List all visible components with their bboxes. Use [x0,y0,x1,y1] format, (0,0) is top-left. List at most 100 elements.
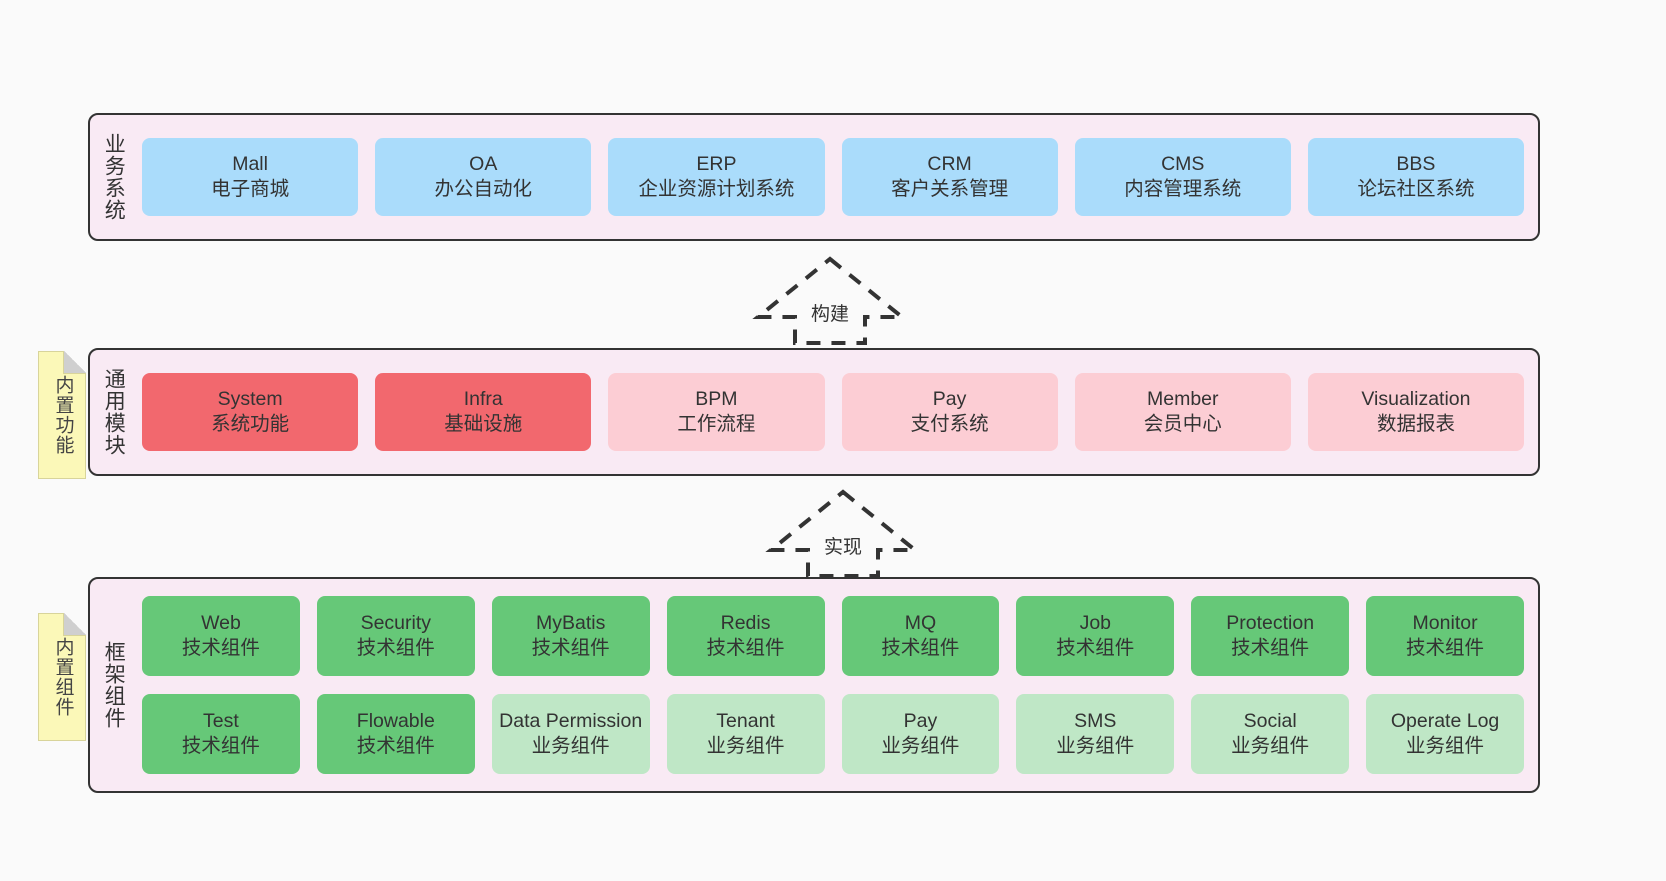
node-cms[interactable]: CMS 内容管理系统 [1074,138,1291,216]
layer-common-modules: 通用模块 System 系统功能 Infra 基础设施 BPM 工作流程 Pay… [88,348,1540,476]
node-desc: 技术组件 [181,637,260,659]
node-desc: 客户关系管理 [891,178,1009,200]
node-monitor[interactable]: Monitor 技术组件 [1366,596,1524,676]
layer-business-systems: 业务系统 Mall 电子商城 OA 办公自动化 ERP 企业资源计划系统 CRM… [88,113,1540,241]
node-desc: 办公自动化 [434,178,533,200]
node-name: BBS [1396,152,1436,175]
node-member[interactable]: Member 会员中心 [1074,373,1291,451]
node-redis[interactable]: Redis 技术组件 [666,596,825,676]
node-name: Tenant [716,709,775,732]
node-desc: 业务组件 [881,735,960,757]
node-name: CRM [927,152,972,175]
node-name: Flowable [356,709,435,732]
node-desc: 系统功能 [211,413,290,435]
node-row: Test 技术组件 Flowable 技术组件 Data Permission … [142,694,1524,774]
dashed-block-arrow-up-icon [752,256,908,345]
node-web[interactable]: Web 技术组件 [142,596,300,676]
node-oa[interactable]: OA 办公自动化 [375,138,592,216]
node-crm[interactable]: CRM 客户关系管理 [841,138,1058,216]
node-name: MQ [904,611,937,634]
node-desc: 论坛社区系统 [1357,178,1475,200]
node-desc: 技术组件 [531,637,610,659]
note-edge [85,635,86,740]
node-erp[interactable]: ERP 企业资源计划系统 [608,138,825,216]
node-social[interactable]: Social 业务组件 [1191,694,1350,774]
node-desc: 业务组件 [1406,735,1485,757]
node-name: Pay [932,387,967,410]
node-bbs[interactable]: BBS 论坛社区系统 [1307,138,1525,216]
node-desc: 企业资源计划系统 [638,178,795,200]
node-name: Test [203,709,239,732]
node-desc: 技术组件 [706,637,785,659]
node-desc: 电子商城 [211,178,290,200]
node-mq[interactable]: MQ 技术组件 [841,596,1000,676]
layer-title-frame: 框架组件 [102,641,126,729]
node-desc: 业务组件 [531,735,610,757]
arrow-build: 构建 [752,255,908,345]
node-name: BPM [695,387,738,410]
node-name: MyBatis [536,611,606,634]
node-data-permission[interactable]: Data Permission 业务组件 [491,694,650,774]
node-mybatis[interactable]: MyBatis 技术组件 [491,596,650,676]
node-desc: 基础设施 [444,413,523,435]
node-desc: 技术组件 [1231,637,1310,659]
node-tenant[interactable]: Tenant 业务组件 [666,694,825,774]
node-visualization[interactable]: Visualization 数据报表 [1307,373,1525,451]
node-security[interactable]: Security 技术组件 [316,596,475,676]
node-sms[interactable]: SMS 业务组件 [1016,694,1175,774]
node-desc: 会员中心 [1143,413,1222,435]
node-name: Redis [720,611,771,634]
node-operate-log[interactable]: Operate Log 业务组件 [1366,694,1524,774]
layer-body-frame: Web 技术组件 Security 技术组件 MyBatis 技术组件 Redi… [136,579,1538,791]
node-name: Pay [903,709,938,732]
node-name: Monitor [1412,611,1478,634]
node-name: Mall [232,152,268,175]
note-label: 内置功能 [52,374,74,455]
layer-title-common: 通用模块 [102,368,126,456]
node-mall[interactable]: Mall 电子商城 [142,138,359,216]
node-system[interactable]: System 系统功能 [142,373,359,451]
node-name: CMS [1161,152,1205,175]
node-test[interactable]: Test 技术组件 [142,694,300,774]
folded-corner-icon [63,351,86,374]
node-desc: 技术组件 [1056,637,1135,659]
node-name: Infra [463,387,503,410]
node-pay[interactable]: Pay 支付系统 [841,373,1058,451]
node-row: System 系统功能 Infra 基础设施 BPM 工作流程 Pay 支付系统… [142,373,1525,451]
node-bpm[interactable]: BPM 工作流程 [608,373,825,451]
node-name: Job [1079,611,1112,634]
node-name: SMS [1074,709,1117,732]
node-name: Data Permission [499,709,643,732]
node-pay-business[interactable]: Pay 业务组件 [841,694,1000,774]
node-desc: 技术组件 [1406,637,1485,659]
node-name: System [217,387,283,410]
node-name: ERP [696,152,737,175]
node-name: Member [1147,387,1219,410]
node-desc: 内容管理系统 [1124,178,1242,200]
node-desc: 数据报表 [1376,413,1455,435]
sticky-note-builtin-features: 内置功能 [38,351,86,479]
layer-title-business: 业务系统 [102,133,126,221]
node-desc: 技术组件 [356,735,435,757]
node-desc: 业务组件 [1056,735,1135,757]
node-row: Web 技术组件 Security 技术组件 MyBatis 技术组件 Redi… [142,596,1524,676]
node-name: Operate Log [1390,709,1500,732]
note-edge [39,351,64,352]
arrow-implement: 实现 [765,488,921,578]
layer-framework-components: 框架组件 Web 技术组件 Security 技术组件 MyBatis 技术组件… [88,577,1540,793]
note-edge [85,373,86,478]
node-job[interactable]: Job 技术组件 [1016,596,1175,676]
node-protection[interactable]: Protection 技术组件 [1191,596,1350,676]
node-desc: 技术组件 [181,735,260,757]
node-flowable[interactable]: Flowable 技术组件 [316,694,475,774]
node-name: Social [1243,709,1297,732]
node-name: Protection [1226,611,1315,634]
layer-body-business: Mall 电子商城 OA 办公自动化 ERP 企业资源计划系统 CRM 客户关系… [136,115,1538,239]
node-infra[interactable]: Infra 基础设施 [375,373,592,451]
node-desc: 支付系统 [910,413,989,435]
node-desc: 工作流程 [677,413,756,435]
note-edge [39,613,64,614]
node-name: Visualization [1361,387,1471,410]
node-desc: 业务组件 [1231,735,1310,757]
